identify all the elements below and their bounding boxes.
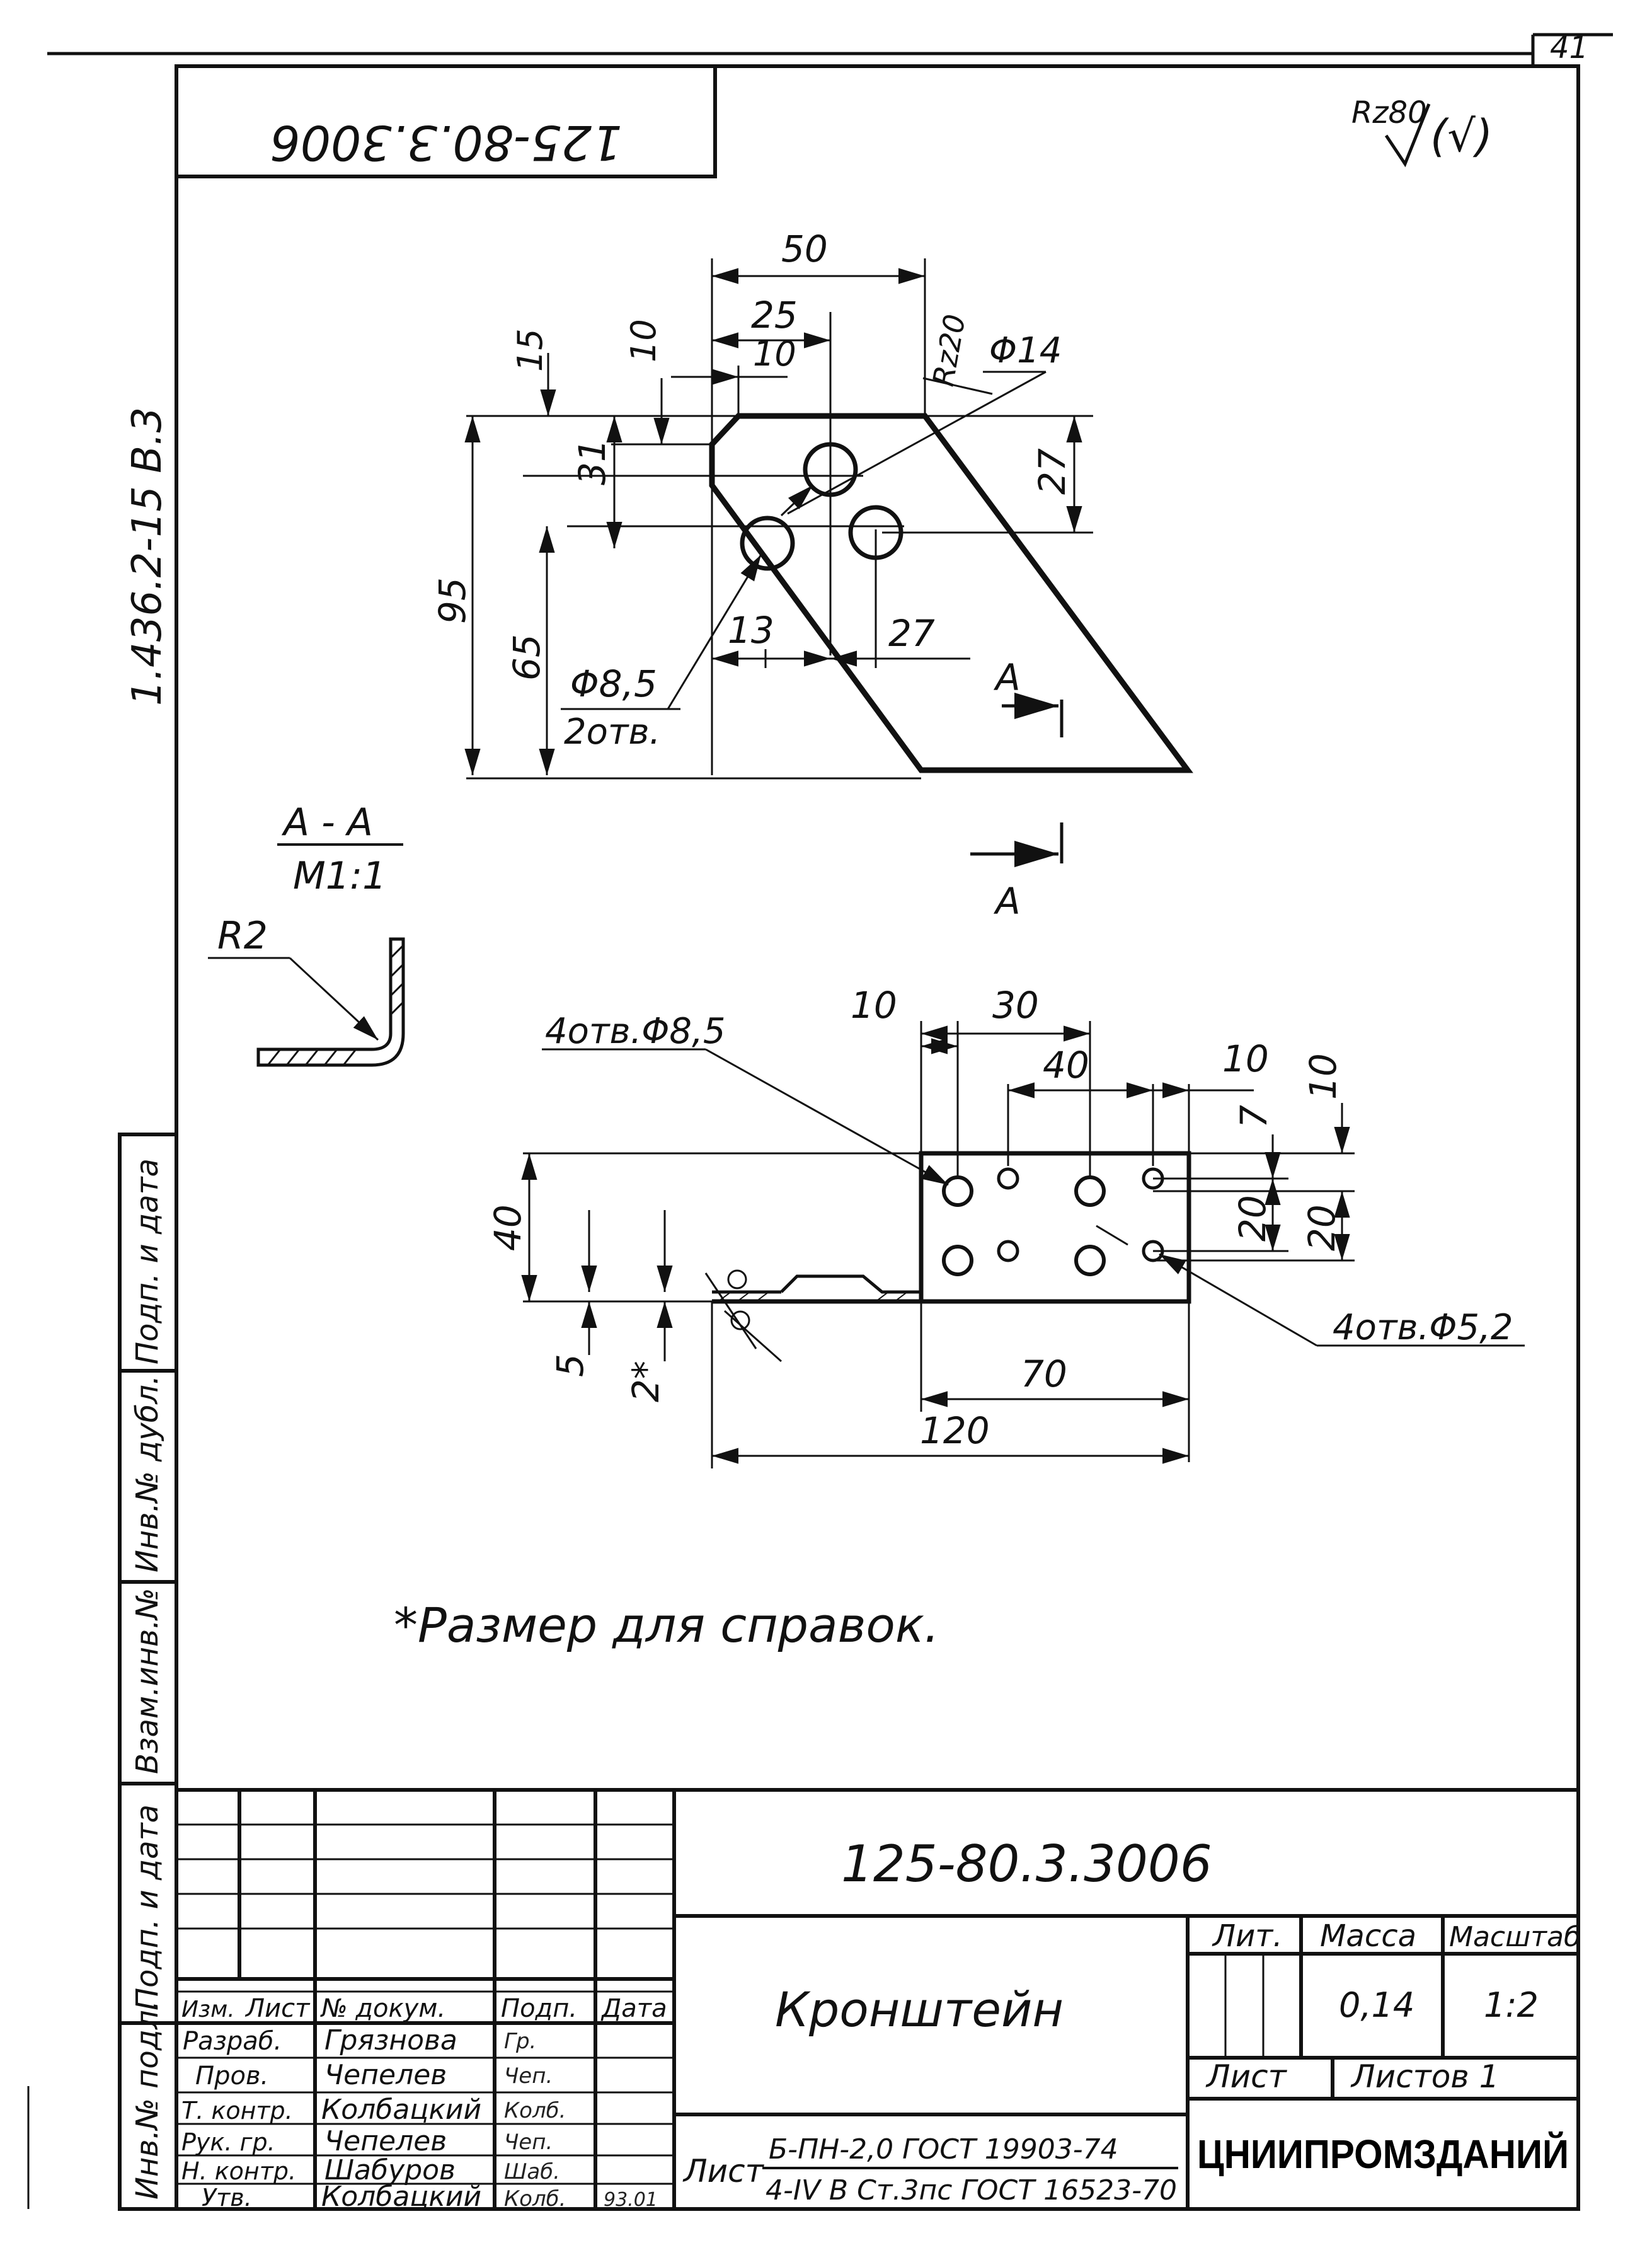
org-name: ЦНИИПРОМЗДАНИЙ [1197,2131,1569,2177]
dim-25: 25 [751,294,798,337]
name-2: Чепелев [324,2059,447,2091]
cut-mark-bottom: A [993,880,1021,923]
mass-value: 0,14 [1339,1985,1414,2025]
scale-value: 1:2 [1484,1985,1539,2025]
plan-dim-120: 120 [920,1409,990,1452]
plan-dim-70: 70 [1021,1352,1067,1395]
section-radius: R2 [217,914,268,958]
plan-dim-40: 40 [1043,1044,1089,1087]
role-rukgr: Рук. гр. [181,2128,275,2156]
name-5: Шабуров [324,2154,456,2186]
hdr-podp: Подп. [501,1994,577,2023]
sheet-label: Лист [1205,2058,1288,2095]
plan-dim-20a: 20 [1231,1195,1274,1242]
signature-5: Шаб. [504,2159,560,2184]
roughness-value: Rz80 [1351,95,1427,130]
dim-27-horiz: 27 [888,612,935,655]
label-2holes: 2отв. [564,712,660,753]
plan-dim-30: 30 [992,984,1039,1027]
hdr-list: Лист [244,1994,311,2023]
mass-label: Масса [1320,1918,1416,1954]
plan-dim-10b: 10 [1222,1037,1269,1080]
signature-4: Чеп. [504,2130,553,2155]
title-block: 125-80.3.3006 Кронштейн Изм. Лист № доку… [176,1788,1581,2213]
scale-label: Масштаб [1449,1921,1581,1953]
hdr-date: Дата [600,1994,667,2023]
dim-10-left: 10 [624,319,663,362]
role-tkontr: Т. контр. [181,2097,293,2125]
name-1: Грязнова [324,2024,457,2056]
plan-dim-10a: 10 [851,984,897,1027]
side-strip-vzam: Взам.инв.№ [130,1588,165,1774]
hole-phi85-1 [740,516,795,571]
section-aa: A - A M1:1 R2 [208,800,405,1067]
hdr-doc: № докум. [320,1994,445,2023]
name-4: Чепелев [324,2125,447,2157]
plan-hole-85-3 [1074,1175,1106,1207]
side-strip-podp-data-1: Подп. и дата [130,1804,165,2010]
signature-6: Колб. [504,2186,566,2212]
roughness-bracket: (√) [1430,110,1493,162]
plan-dim-10c: 10 [1302,1053,1345,1100]
dim-95: 95 [431,577,474,624]
title-designation: 125-80.3.3006 [841,1835,1212,1893]
plan-hole-85-2 [942,1245,973,1276]
signature-2: Чеп. [504,2063,553,2089]
label-phi14: Φ14 [989,330,1062,371]
role-utv: Утв. [202,2184,252,2212]
plan-dim-5: 5 [549,1354,592,1377]
side-strip-inv-podl: Инв.№ подл. [130,2000,165,2200]
name-3: Колбацкий [321,2094,481,2126]
signature-date: 93.01 [604,2189,658,2211]
label-4holes-85: 4отв.Φ8,5 [545,1011,725,1052]
sheet-corner-number: 41 [1550,30,1588,66]
dim-31: 31 [571,439,614,485]
sheet-frame [27,33,1613,2211]
cut-mark-top: A [993,656,1021,699]
plan-dim-40v: 40 [486,1204,529,1251]
plan-dim-20b: 20 [1300,1204,1343,1251]
label-phi85: Φ8,5 [570,662,657,705]
plan-view: 4отв.Φ8,5 4отв.Φ5,2 10 30 40 10 10 7 20 … [486,984,1525,1468]
title-name: Кронштейн [775,1981,1064,2038]
side-strip-podp-data-2: Подп. и дата [130,1158,165,1364]
dim-27-vert: 27 [1031,448,1074,495]
section-scale: M1:1 [293,854,386,898]
roughness-sign: Rz80 (√) [1351,95,1493,168]
dim-15: 15 [510,328,550,372]
reference-note: *Размер для справок. [394,1597,939,1653]
top-stamp-designation: 125-80.3.3006 [270,115,622,171]
signature-3: Колб. [504,2098,566,2123]
sheets-label: Листов 1 [1350,2058,1499,2095]
signature-1: Гр. [504,2029,536,2054]
dim-13: 13 [728,609,774,652]
plan-hole-85-1 [942,1175,973,1207]
plan-hole-52-1 [997,1167,1019,1190]
top-stamp: 125-80.3.3006 [175,66,717,178]
roughness-edge: Rz20 [926,312,972,389]
name-6: Колбацкий [321,2181,481,2213]
material-bottom: 4-IV В Ст.3пс ГОСТ 16523-70 [766,2174,1177,2206]
plan-hole-85-4 [1074,1245,1106,1276]
material-prefix: Лист [682,2153,765,2189]
dim-50: 50 [781,228,828,270]
role-nkontr: Н. контр. [181,2157,296,2185]
role-razrab: Разраб. [183,2027,282,2056]
plan-hole-52-2 [997,1240,1019,1262]
dim-65: 65 [505,634,548,681]
plan-dim-2: 2* [624,1361,667,1402]
material-top: Б-ПН-2,0 ГОСТ 19903-74 [769,2133,1118,2166]
section-title: A - A [281,800,373,845]
label-4holes-52: 4отв.Φ5,2 [1333,1307,1513,1348]
dim-10-top: 10 [753,334,796,374]
role-prov: Пров. [195,2062,268,2091]
main-view: 50 25 10 10 15 31 27 95 65 13 27 Rz20 Φ1… [431,228,1193,923]
hdr-izm: Изм. [181,1997,235,2022]
side-strip-inv-dubl: Инв.№ дубл. [130,1375,165,1572]
lit-label: Лит. [1212,1918,1283,1954]
plan-dim-7: 7 [1232,1105,1275,1128]
side-code: 1.436.2-15 В.3 [124,407,171,706]
side-strip: Инв.№ подл. Подп. и дата Взам.инв.№ Инв.… [118,1133,178,2211]
